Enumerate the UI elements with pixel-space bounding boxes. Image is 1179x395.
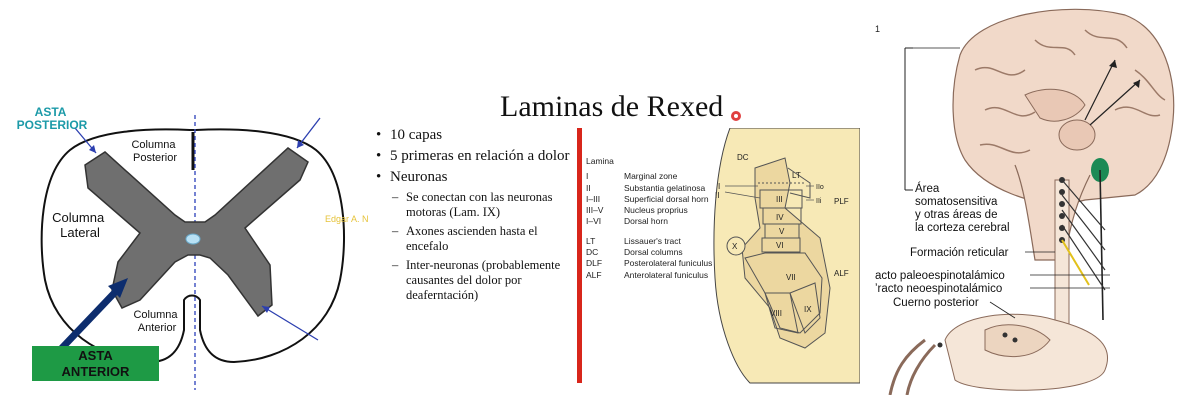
asta-anterior-line1: ASTA bbox=[78, 348, 113, 363]
svg-text:I: I bbox=[718, 182, 720, 191]
svg-text:X: X bbox=[732, 242, 738, 251]
svg-text:IV: IV bbox=[776, 213, 784, 222]
asta-anterior-arrow bbox=[57, 284, 123, 353]
watermark: Edgar A. N bbox=[325, 214, 369, 224]
rexed-panel: Laminas de Rexed 10 capas 5 primeras en … bbox=[360, 0, 860, 395]
sub-bullet-item: Inter-neuronas (probablemente causantes … bbox=[390, 258, 581, 303]
asta-anterior-line2: ANTERIOR bbox=[61, 364, 130, 379]
svg-text:DC: DC bbox=[737, 153, 749, 162]
central-canal bbox=[185, 233, 201, 245]
asta-anterior-badge: ASTA ANTERIOR bbox=[32, 346, 159, 381]
cuerno-posterior-label: Cuerno posterior bbox=[893, 297, 979, 309]
bullet-item: 10 capas bbox=[376, 126, 581, 144]
ventricle bbox=[1024, 88, 1086, 122]
svg-text:IIi: IIi bbox=[816, 198, 822, 205]
spinothalamic-panel: 1 Área so bbox=[865, 0, 1179, 395]
svg-text:III: III bbox=[776, 195, 783, 204]
neo-tract-label: ʼracto neoespinotalámico bbox=[875, 283, 1002, 295]
svg-text:IX: IX bbox=[804, 305, 812, 314]
spinal-cord-panel: ASTA POSTERIOR Columna Posterior Columna… bbox=[0, 0, 380, 395]
columna-posterior-label: Columna Posterior bbox=[131, 139, 178, 164]
figure-number: 1 bbox=[875, 24, 880, 34]
paleo-tract-label: acto paleoespinotalámico bbox=[875, 270, 1005, 282]
svg-text:IIo: IIo bbox=[816, 184, 824, 191]
red-divider bbox=[577, 128, 582, 383]
thalamus bbox=[1058, 119, 1096, 151]
svg-text:II: II bbox=[715, 191, 719, 200]
sub-bullet-list: Se conectan con las neuronas motoras (La… bbox=[390, 190, 581, 303]
sub-bullet-item: Axones ascienden hasta el encefalo bbox=[390, 224, 581, 254]
sub-bullet-item: Se conectan con las neuronas motoras (La… bbox=[390, 190, 581, 220]
paleo-tract-line bbox=[1061, 239, 1090, 286]
svg-text:ALF: ALF bbox=[834, 269, 849, 278]
svg-text:LT: LT bbox=[792, 171, 801, 180]
svg-text:VII: VII bbox=[786, 273, 796, 282]
spinothalamic-diagram: 1 Área so bbox=[875, 8, 1175, 395]
columna-anterior-label: Columna Anterior bbox=[133, 309, 180, 334]
bullet-list: 10 capas 5 primeras en relación a dolor … bbox=[376, 126, 581, 307]
bullet-item: Neuronas Se conectan con las neuronas mo… bbox=[376, 168, 581, 303]
bullet-text: Neuronas bbox=[390, 169, 448, 185]
svg-text:PLF: PLF bbox=[834, 197, 849, 206]
right-bottom-arrow bbox=[261, 305, 319, 341]
bullet-item: 5 primeras en relación a dolor bbox=[376, 147, 581, 165]
formacion-reticular-label: Formación reticular bbox=[910, 247, 1009, 259]
svg-text:VIII: VIII bbox=[770, 309, 782, 318]
svg-text:VI: VI bbox=[776, 241, 784, 250]
red-dot-icon bbox=[731, 111, 741, 121]
svg-text:V: V bbox=[779, 227, 785, 236]
asta-posterior-label: ASTA POSTERIOR bbox=[17, 105, 88, 132]
slide-title: Laminas de Rexed bbox=[500, 90, 724, 123]
svg-text:Área somatosensitiva: Área somatosensitiva y otras áreas de la… bbox=[915, 182, 1010, 234]
spinal-cord-diagram: ASTA POSTERIOR Columna Posterior Columna… bbox=[17, 105, 369, 390]
legend-header: Lamina bbox=[586, 156, 614, 166]
columna-lateral-label: Columna Lateral bbox=[52, 210, 108, 240]
rexed-laminae-diagram: DC LT I II IIo IIi III IV V VI VII VIII … bbox=[713, 128, 860, 384]
brainstem bbox=[1014, 164, 1091, 261]
